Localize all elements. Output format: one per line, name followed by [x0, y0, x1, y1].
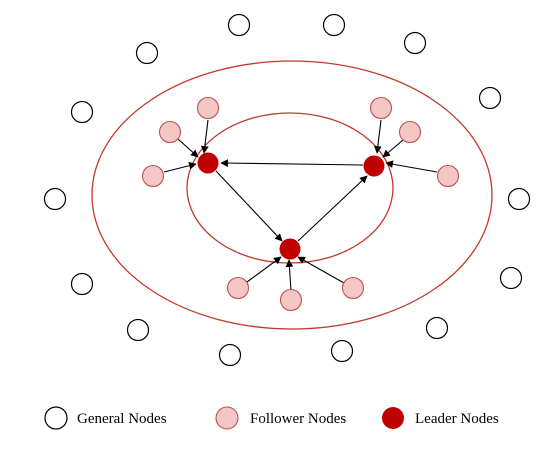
edge [220, 159, 364, 167]
outer-ring [91, 60, 493, 330]
general-node [403, 31, 427, 55]
edge [382, 139, 404, 158]
general-node [126, 318, 150, 342]
legend-follower-swatch [215, 406, 239, 430]
leader-node [279, 238, 301, 260]
general-node [425, 316, 449, 340]
general-node [330, 339, 354, 363]
edges [163, 119, 438, 292]
follower-node [196, 96, 220, 120]
general-node [135, 41, 159, 65]
general-node [507, 187, 531, 211]
general-node [43, 187, 67, 211]
leader-node [363, 155, 385, 177]
edge [285, 259, 294, 292]
general-node [218, 343, 242, 367]
follower-node [141, 164, 165, 188]
follower-node [341, 276, 365, 300]
edge [201, 119, 209, 154]
edge [297, 256, 345, 284]
legend-follower-label: Follower Nodes [250, 411, 346, 427]
follower-node [158, 120, 182, 144]
general-nodes [43, 13, 531, 367]
legend-general-swatch [44, 406, 68, 430]
general-node [227, 13, 251, 37]
legend-general-label: General Nodes [77, 411, 167, 427]
general-node [322, 13, 346, 37]
general-node [70, 272, 94, 296]
edge [374, 119, 382, 154]
follower-node [279, 288, 303, 312]
follower-node [226, 276, 250, 300]
legend-leader-swatch [382, 407, 404, 429]
leader-nodes [197, 152, 385, 260]
follower-nodes [141, 96, 460, 312]
legend: General Nodes Follower Nodes Leader Node… [44, 406, 499, 430]
edge [163, 161, 197, 173]
follower-node [369, 96, 393, 120]
general-node [70, 100, 94, 124]
general-node [478, 86, 502, 110]
leader-node [197, 152, 219, 174]
edge [297, 175, 368, 242]
edge [246, 256, 282, 283]
general-node [499, 266, 523, 290]
follower-node [398, 120, 422, 144]
edge [177, 138, 199, 158]
follower-node [436, 164, 460, 188]
edge [385, 160, 438, 173]
edge [215, 170, 283, 242]
legend-leader-label: Leader Nodes [415, 411, 499, 427]
